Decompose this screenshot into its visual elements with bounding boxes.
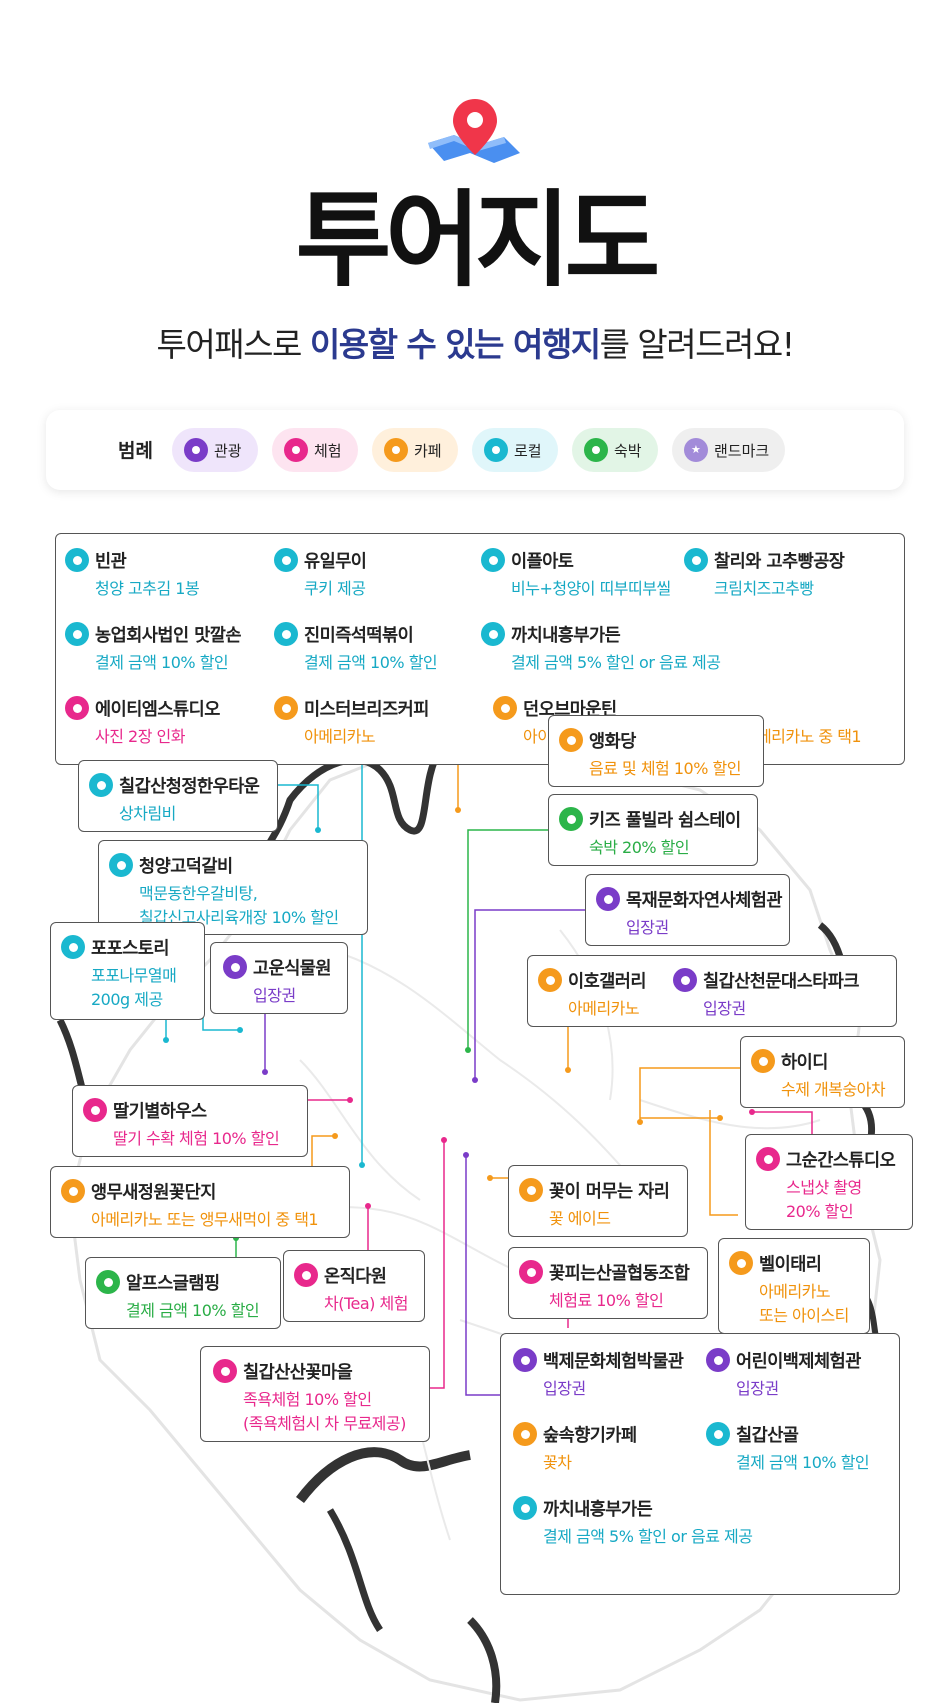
pin-icon <box>729 1251 753 1275</box>
pin-icon <box>65 548 89 572</box>
legend: 범례 관광 체험 카페 로컬 숙박 ★랜드마크 <box>46 410 904 490</box>
pin-icon <box>559 728 583 752</box>
map-pin-icon <box>428 99 520 163</box>
pin-icon <box>706 1422 730 1446</box>
legend-chip-experience: 체험 <box>272 428 358 472</box>
pin-icon <box>513 1422 537 1446</box>
pin-icon <box>223 955 247 979</box>
pin-icon <box>481 548 505 572</box>
pin-icon <box>65 622 89 646</box>
pin-icon <box>596 887 620 911</box>
pin-icon <box>481 622 505 646</box>
pin-icon <box>584 438 608 462</box>
legend-chip-local: 로컬 <box>472 428 558 472</box>
pin-icon <box>519 1260 543 1284</box>
legend-label: 범례 <box>118 440 153 462</box>
pin-icon <box>294 1263 318 1287</box>
pin-icon <box>274 696 298 720</box>
star-icon: ★ <box>684 438 708 462</box>
pin-icon <box>519 1178 543 1202</box>
pin-icon <box>673 968 697 992</box>
pin-icon <box>384 438 408 462</box>
pin-icon <box>274 548 298 572</box>
legend-chip-cafe: 카페 <box>372 428 458 472</box>
pin-icon <box>493 696 517 720</box>
pin-icon <box>513 1496 537 1520</box>
pin-icon <box>96 1270 120 1294</box>
legend-chip-stay: 숙박 <box>572 428 658 472</box>
pin-icon <box>484 438 508 462</box>
pin-icon <box>274 622 298 646</box>
pin-icon <box>184 438 208 462</box>
legend-chip-landmark: ★랜드마크 <box>672 428 786 472</box>
pin-icon <box>751 1049 775 1073</box>
pin-icon <box>284 438 308 462</box>
page-subtitle: 투어패스로 이용할 수 있는 여행지를 알려드려요! <box>156 325 795 364</box>
pin-icon <box>684 548 708 572</box>
pin-icon <box>109 853 133 877</box>
pin-icon <box>89 773 113 797</box>
pin-icon <box>513 1348 537 1372</box>
pin-icon <box>756 1147 780 1171</box>
pin-icon <box>65 696 89 720</box>
page-title: 투어지도 <box>295 179 661 301</box>
pin-icon <box>538 968 562 992</box>
pin-icon <box>706 1348 730 1372</box>
legend-chip-tour: 관광 <box>172 428 258 472</box>
pin-icon <box>213 1359 237 1383</box>
pin-icon <box>61 935 85 959</box>
pin-icon <box>83 1098 107 1122</box>
pin-icon <box>559 807 583 831</box>
pin-icon <box>61 1179 85 1203</box>
